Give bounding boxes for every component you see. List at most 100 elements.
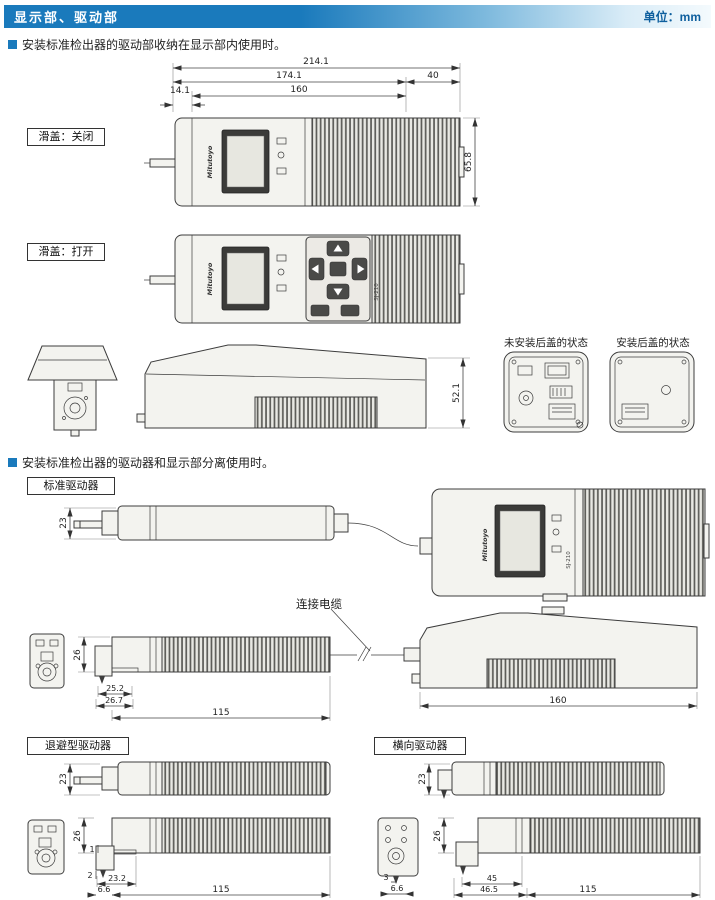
transverse-driver-top: 23 — [418, 761, 665, 799]
cable-connector — [403, 647, 421, 662]
standard-driver-top: 23 — [59, 505, 419, 547]
dim-driver-length: 115 — [212, 708, 229, 718]
keypad — [305, 236, 371, 322]
stylus-mount — [37, 662, 57, 682]
label-slide-open: 滑盖：打开 — [27, 243, 105, 261]
screen-side-icons — [551, 514, 562, 553]
spec-label — [621, 403, 649, 420]
io-connector — [544, 362, 570, 379]
stylus-tip — [149, 275, 176, 285]
transverse-driver-side: 26 3 6.6 45 46.5 115 — [380, 817, 701, 898]
label-rear-without-cover: 未安装后盖的状态 — [504, 337, 588, 349]
dimensions-separated: 25.2 26.7 115 160 — [95, 676, 698, 721]
dim-display-length: 160 — [549, 696, 566, 706]
bullet-square-icon — [8, 458, 17, 467]
slide-cover-grip — [486, 658, 616, 689]
retract-driver-front — [27, 819, 65, 875]
dim-body-height: 65.8 — [464, 152, 474, 172]
dim-r2: 2 — [87, 871, 92, 880]
dim-r6-6: 6.6 — [98, 885, 111, 894]
brand-logo: Mitutoyo — [206, 145, 214, 178]
dim-t3: 3 — [383, 873, 388, 882]
enter-key — [329, 261, 347, 277]
cable-connector — [333, 513, 349, 533]
bullet-separated: 安装标准检出器的驱动器和显示部分离使用时。 — [8, 454, 274, 471]
label-transverse-drive: 横向驱动器 — [374, 737, 466, 755]
dim-total-width: 214.1 — [303, 57, 329, 67]
dc-jack — [518, 390, 534, 406]
stylus-tip — [79, 776, 103, 785]
section-header-bar: 显示部、驱动部 单位：mm — [4, 5, 711, 28]
brand-logo: Mitutoyo — [206, 262, 214, 295]
stylus-tip — [393, 876, 399, 884]
transverse-driver-front — [377, 817, 419, 884]
rear-view-with-cover — [609, 351, 695, 433]
dim-tip-offset-1: 25.2 — [106, 684, 124, 693]
display-unit-top: Mitutoyo SJ-210 — [419, 488, 710, 602]
retract-driver-side: 26 1 2 23.2 6.6 115 — [73, 817, 331, 898]
stylus-tip — [441, 790, 447, 799]
spec-label — [548, 403, 576, 420]
dim-screen-width: 160 — [290, 85, 307, 95]
cable-connector — [419, 537, 433, 555]
device-top-closed: Mitutoyo — [144, 117, 465, 207]
dim-t6-6: 6.6 — [391, 884, 404, 893]
stylus-mount — [63, 396, 87, 420]
dim-tip-offset-2: 26.7 — [105, 696, 123, 705]
retract-driver-top: 23 — [59, 761, 331, 796]
stylus-tip — [149, 158, 176, 168]
slide-cover-grip — [371, 234, 461, 324]
model-label: SJ-210 — [566, 551, 572, 569]
dim-side-height: 52.1 — [452, 383, 462, 403]
connection-cable-line — [347, 522, 419, 547]
dim-display-width: 174.1 — [276, 71, 302, 81]
dim-driver-diameter: 23 — [59, 773, 69, 784]
driver-front-view — [29, 633, 65, 689]
model-label: SJ-210 — [374, 283, 380, 301]
stylus-mount — [36, 848, 56, 868]
function-key-right — [340, 304, 360, 317]
dim-driver-height: 26 — [73, 649, 83, 661]
stylus-tip — [100, 870, 106, 878]
cover-hole — [661, 385, 671, 395]
rear-view-no-cover — [503, 351, 589, 433]
stylus-mount — [387, 847, 405, 865]
driver-side-view: 26 — [73, 636, 421, 684]
front-view — [27, 345, 118, 437]
label-connection-cable: 连接电缆 — [296, 599, 342, 611]
cable-leader-line — [330, 608, 371, 652]
bullet-combined: 安装标准检出器的驱动部收纳在显示部内使用时。 — [8, 36, 286, 53]
dim-driver-height: 26 — [73, 830, 83, 842]
screen-side-icons — [276, 254, 287, 292]
stylus-tip — [460, 866, 466, 875]
label-retract-drive: 退避型驱动器 — [27, 737, 129, 755]
dim-t45: 45 — [487, 874, 497, 883]
stylus-tip — [79, 520, 103, 529]
dim-tip-width: 14.1 — [170, 86, 190, 96]
side-view: 52.1 — [136, 344, 470, 429]
page-title: 显示部、驱动部 — [14, 10, 120, 25]
dim-driver-height: 26 — [433, 830, 443, 842]
slide-cover-grip — [254, 396, 378, 429]
unit-label: 单位：mm — [643, 10, 701, 24]
bullet-separated-text: 安装标准检出器的驱动器和显示部分离使用时。 — [22, 456, 275, 470]
dim-r1: 1 — [89, 845, 94, 854]
device-top-open: Mitutoyo SJ-210 — [144, 234, 465, 324]
label-slide-closed: 滑盖：关闭 — [27, 128, 105, 146]
display-unit-side — [411, 606, 698, 689]
dim-driver-length: 115 — [212, 885, 229, 895]
slide-cover-grip — [582, 488, 706, 597]
dim-driver-length: 115 — [579, 885, 596, 895]
dim-t46-5: 46.5 — [480, 885, 498, 894]
power-switch — [517, 365, 533, 376]
dim-driver-diameter: 23 — [418, 773, 428, 784]
dimensions-top: 214.1 174.1 40 160 14.1 65.8 — [160, 57, 480, 207]
bullet-square-icon — [8, 40, 17, 49]
barcode-label — [549, 385, 573, 399]
bullet-combined-text: 安装标准检出器的驱动部收纳在显示部内使用时。 — [22, 38, 287, 52]
label-rear-with-cover: 安装后盖的状态 — [616, 337, 690, 349]
dim-r23-2: 23.2 — [108, 874, 126, 883]
slide-cover-grip — [311, 117, 461, 207]
